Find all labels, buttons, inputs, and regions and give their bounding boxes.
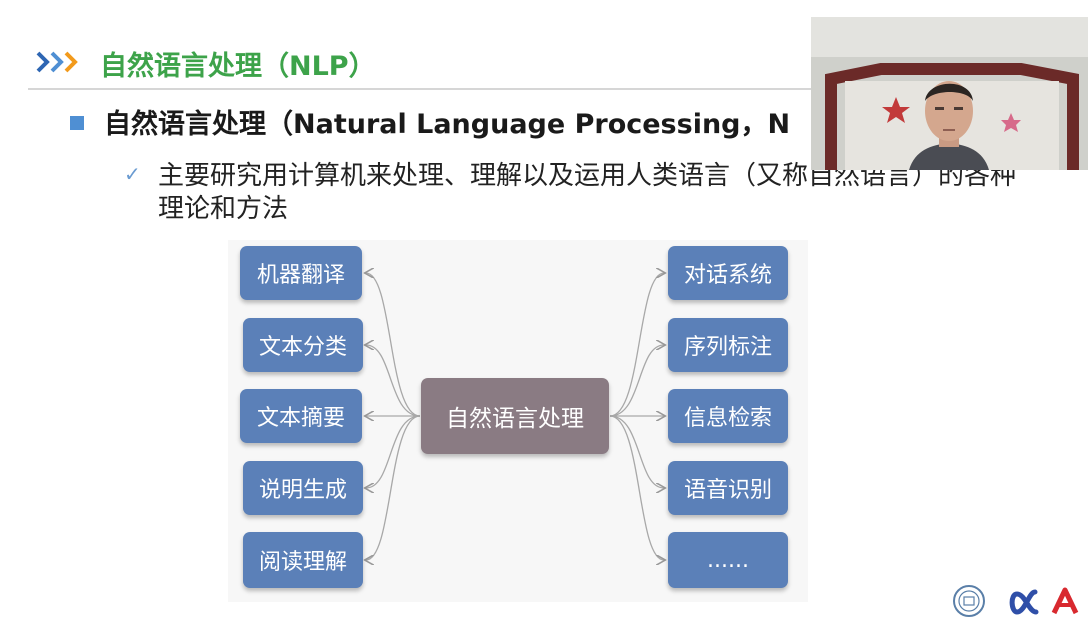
alpha-logo-icon	[1007, 584, 1039, 618]
node-left-3: 文本摘要	[240, 389, 362, 443]
node-left-1: 机器翻译	[240, 246, 362, 300]
chevron-arrows-icon	[36, 47, 86, 77]
node-left-2: 文本分类	[243, 318, 363, 372]
red-a-logo-icon	[1051, 584, 1079, 618]
presenter-webcam	[811, 17, 1088, 170]
node-right-2: 序列标注	[668, 318, 788, 372]
mindmap-connectors	[228, 240, 808, 602]
header-divider	[28, 88, 828, 90]
node-right-5: ......	[668, 532, 788, 588]
slide-title: 自然语言处理（NLP）	[100, 51, 376, 82]
node-right-4: 语音识别	[668, 461, 788, 515]
nlp-mindmap: 机器翻译 文本分类 文本摘要 说明生成 阅读理解 自然语言处理 对话系统 序列标…	[228, 240, 808, 602]
node-center: 自然语言处理	[421, 378, 609, 454]
node-right-3: 信息检索	[668, 389, 788, 443]
node-left-5: 阅读理解	[243, 532, 363, 588]
square-bullet-icon	[70, 116, 84, 130]
university-seal-icon	[952, 584, 986, 618]
node-left-4: 说明生成	[243, 461, 363, 515]
check-icon: ✓	[124, 162, 141, 186]
node-right-1: 对话系统	[668, 246, 788, 300]
bullet-level1: 自然语言处理（Natural Language Processing，N	[104, 109, 791, 140]
